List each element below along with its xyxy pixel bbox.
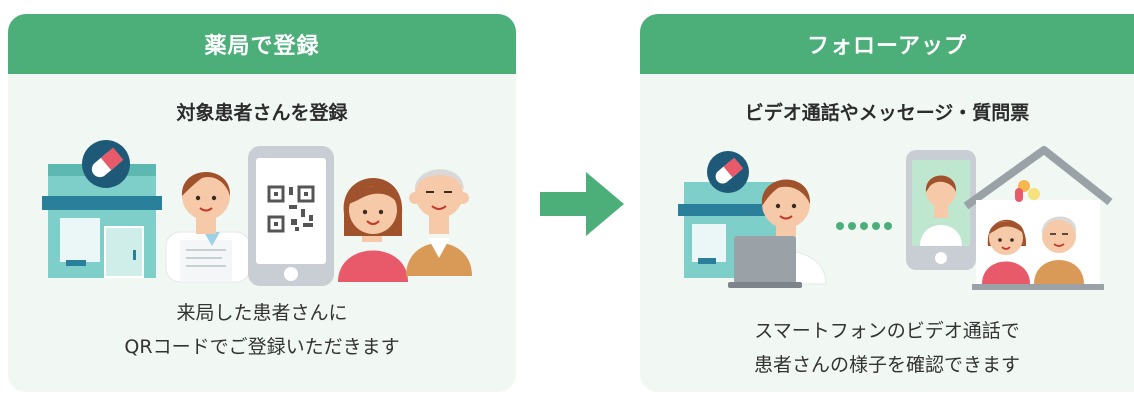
arrow-right-icon bbox=[540, 172, 624, 236]
elderly-patient-icon bbox=[406, 169, 472, 276]
laptop-icon bbox=[728, 236, 802, 288]
smartphone-icon bbox=[248, 146, 334, 286]
step-followup-panel: フォローアップ ビデオ通話やメッセージ・質問票 bbox=[640, 14, 1134, 392]
register-illustration bbox=[42, 140, 472, 286]
pharmacist-icon bbox=[165, 172, 251, 283]
description-line: 来局した患者さんに bbox=[176, 302, 348, 324]
patient-icon bbox=[982, 219, 1030, 284]
step-register-subtitle: 対象患者さんを登録 bbox=[176, 102, 348, 124]
step-register-panel: 薬局で登録 対象患者さんを登録 bbox=[8, 14, 516, 392]
step-followup-header: フォローアップ bbox=[640, 14, 1134, 74]
elderly-patient-icon bbox=[1034, 216, 1084, 284]
patient-icon bbox=[338, 177, 408, 282]
description-line: スマートフォンのビデオ通話で bbox=[754, 320, 1020, 342]
qr-code-icon bbox=[267, 185, 315, 233]
connection-dots bbox=[836, 222, 892, 230]
step-register-description: 来局した患者さんに QRコードでご登録いただきます bbox=[8, 296, 516, 364]
step-register-header: 薬局で登録 bbox=[8, 14, 516, 74]
followup-illustration bbox=[678, 146, 1113, 290]
description-line: QRコードでご登録いただきます bbox=[124, 336, 400, 358]
video-call-icon bbox=[906, 150, 976, 270]
step-followup-subtitle: ビデオ通話やメッセージ・質問票 bbox=[744, 102, 1030, 124]
step-followup-description: スマートフォンのビデオ通話で 患者さんの様子を確認できます bbox=[640, 314, 1134, 382]
description-line: 患者さんの様子を確認できます bbox=[753, 354, 1020, 376]
pill-icon bbox=[707, 151, 749, 193]
pill-icon bbox=[82, 140, 130, 188]
